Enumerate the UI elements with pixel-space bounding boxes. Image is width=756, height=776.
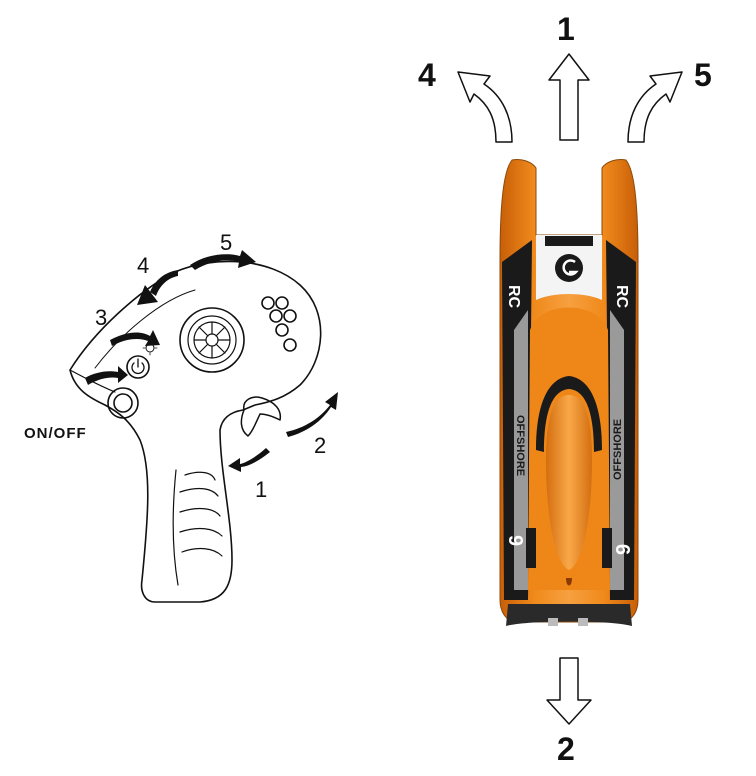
- controller-arrows: [85, 250, 338, 472]
- arrow-reverse-icon: [546, 657, 592, 725]
- rc-boat: [499, 159, 639, 626]
- trim-buttons[interactable]: [261, 296, 297, 352]
- decal-offshore-left: OFFSHORE: [514, 415, 526, 476]
- brand-logo: [555, 254, 583, 282]
- cockpit-arc: [536, 376, 602, 452]
- callout-5: 5: [220, 230, 232, 255]
- decal-rc-left: RC: [505, 285, 522, 309]
- decal-number-right: 9: [613, 544, 635, 555]
- decal-number-left: 9: [504, 535, 526, 546]
- vent-right: [602, 528, 612, 568]
- boat-direction-arrows: [457, 53, 683, 725]
- throttle-trigger[interactable]: [240, 396, 282, 437]
- callout-1: 1: [255, 477, 267, 502]
- callout-3: 3: [95, 305, 107, 330]
- direction-label-reverse: 2: [557, 731, 575, 767]
- brand-strip: [545, 236, 593, 246]
- arrow-turn-left-icon: [457, 71, 513, 143]
- steering-wheel[interactable]: [179, 307, 245, 373]
- callout-2: 2: [314, 433, 326, 458]
- side-knob[interactable]: [107, 387, 139, 419]
- decal-rc-right: RC: [613, 285, 630, 309]
- arrow-forward-icon: [548, 53, 590, 141]
- boat-stern: [506, 604, 632, 626]
- vent-left: [526, 528, 536, 568]
- direction-label-right: 5: [694, 57, 712, 93]
- cockpit-dome: [546, 395, 592, 570]
- remote-controller: [69, 260, 322, 603]
- arrow-turn-right-icon: [627, 71, 683, 143]
- power-button[interactable]: [126, 355, 150, 379]
- direction-label-forward: 1: [557, 11, 575, 47]
- callout-4: 4: [137, 253, 149, 278]
- direction-label-left: 4: [418, 57, 436, 93]
- grip-ridges: [179, 471, 223, 557]
- decal-offshore-right: OFFSHORE: [612, 419, 624, 480]
- power-label: ON/OFF: [24, 425, 87, 442]
